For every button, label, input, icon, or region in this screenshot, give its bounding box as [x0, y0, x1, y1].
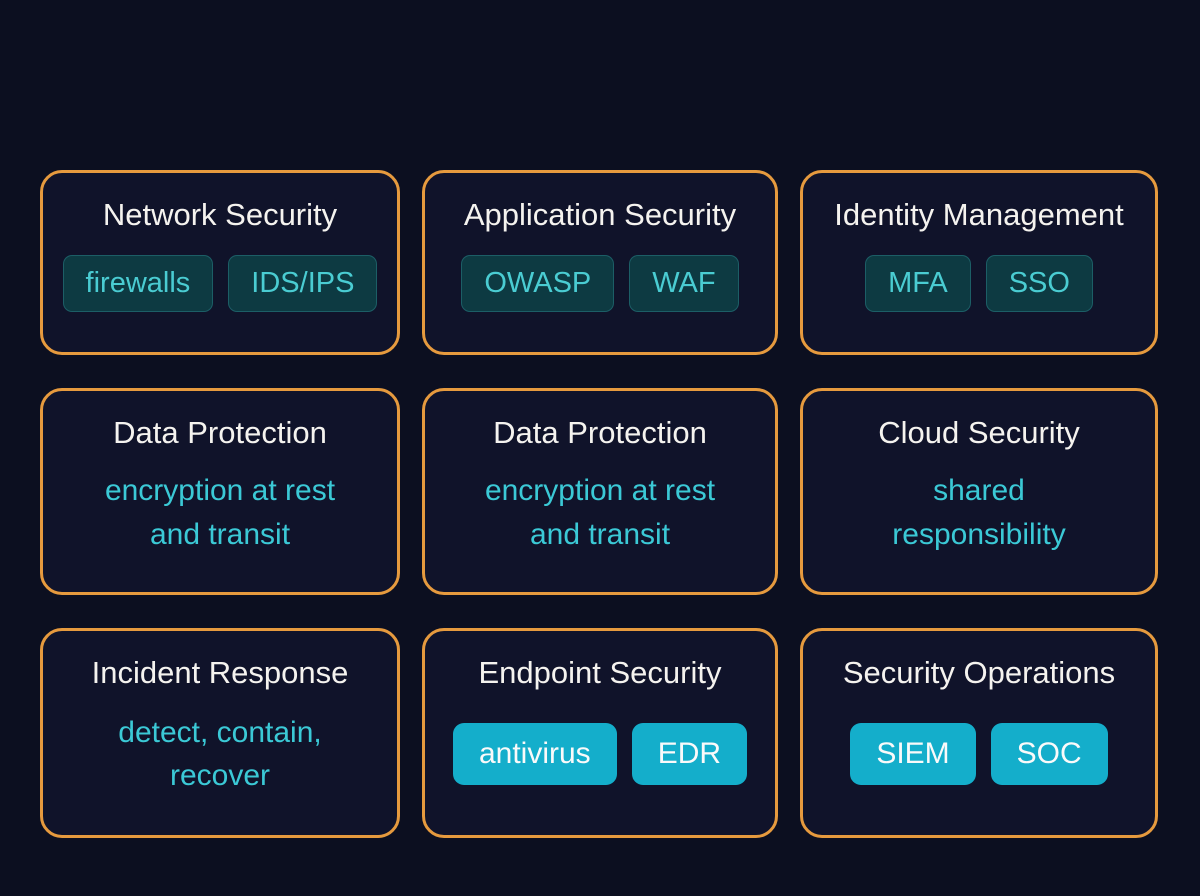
card-title: Data Protection	[113, 415, 327, 450]
tag-chip: antivirus	[452, 723, 617, 785]
card-body: encryption at rest and transit	[57, 451, 383, 574]
card-title: Identity Management	[834, 197, 1124, 232]
card-body: shared responsibility	[817, 451, 1141, 574]
tag-chip: SIEM	[850, 723, 976, 785]
card-title: Security Operations	[842, 655, 1116, 690]
card-text: detect, contain, recover	[118, 715, 322, 793]
tag-chip: SSO	[985, 255, 1093, 312]
tag-chip: SOC	[990, 723, 1108, 785]
tag-chip: firewalls	[62, 255, 214, 312]
topic-card[interactable]: Data Protection encryption at rest and t…	[40, 388, 400, 595]
card-text: encryption at rest and transit	[484, 474, 716, 551]
topic-card[interactable]: Data Protection encryption at rest and t…	[422, 388, 778, 595]
tag-chip: OWASP	[461, 255, 615, 312]
card-title: Endpoint Security	[478, 655, 722, 690]
topic-card[interactable]: Incident Response detect, contain, recov…	[40, 628, 400, 838]
tag-chip: MFA	[865, 255, 971, 312]
tag-chip: IDS/IPS	[228, 255, 378, 312]
card-title: Application Security	[463, 197, 737, 232]
card-title: Cloud Security	[878, 415, 1080, 450]
tag-chip: EDR	[631, 723, 748, 785]
card-title: Incident Response	[91, 655, 349, 690]
tag-chip: WAF	[629, 255, 739, 312]
card-text: encryption at rest and transit	[104, 474, 336, 551]
card-title: Data Protection	[493, 415, 707, 450]
card-body: encryption at rest and transit	[439, 451, 761, 574]
card-text: shared responsibility	[892, 474, 1066, 551]
card-title: Network Security	[102, 197, 338, 232]
card-body: detect, contain, recover	[57, 691, 383, 817]
topic-card[interactable]: Cloud Security shared responsibility	[800, 388, 1158, 595]
